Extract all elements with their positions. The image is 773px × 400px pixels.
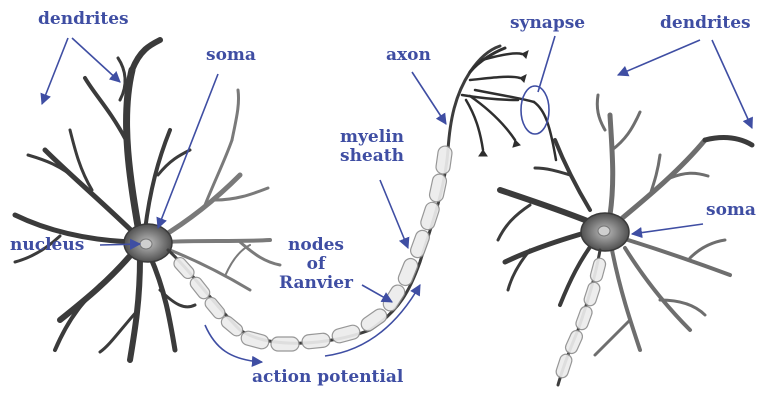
synapse-circle [521, 86, 549, 134]
arrow-axon [412, 72, 446, 124]
right-neuron [498, 95, 752, 385]
arrow-soma-right [632, 224, 703, 234]
arrow-dendrites-left-a [42, 38, 68, 104]
label-dendrites-left: dendrites [38, 10, 129, 29]
arrow-nucleus [100, 244, 140, 245]
arrow-dendrites-right-b [712, 40, 752, 128]
left-nucleus-body [140, 239, 152, 249]
arrow-myelin [380, 180, 408, 248]
label-action-potential: action potential [252, 368, 403, 387]
label-axon: axon [386, 46, 431, 65]
arrow-nodes [362, 285, 392, 302]
label-myelin-line2: sheath [330, 147, 414, 166]
right-nucleus-body [598, 226, 610, 236]
label-nucleus: nucleus [10, 236, 84, 255]
arrow-synapse [538, 36, 555, 92]
label-dendrites-right: dendrites [660, 14, 751, 33]
label-myelin-line1: myelin [330, 128, 414, 147]
label-myelin-sheath: myelin sheath [330, 128, 414, 166]
label-soma-left: soma [206, 46, 256, 65]
label-nodes-of-ranvier: nodes of Ranvier [276, 236, 356, 293]
arrow-dendrites-right-a [618, 40, 700, 75]
left-neuron [15, 40, 280, 360]
arrow-dendrites-left-b [72, 38, 120, 82]
label-nodes-line2: of [276, 255, 356, 274]
right-dendrites [498, 140, 595, 305]
left-dendrites [15, 40, 195, 360]
label-synapse: synapse [510, 14, 585, 33]
label-nodes-line1: nodes [276, 236, 356, 255]
label-soma-right: soma [706, 201, 756, 220]
axon-terminals [462, 48, 556, 160]
label-nodes-line3: Ranvier [276, 274, 356, 293]
